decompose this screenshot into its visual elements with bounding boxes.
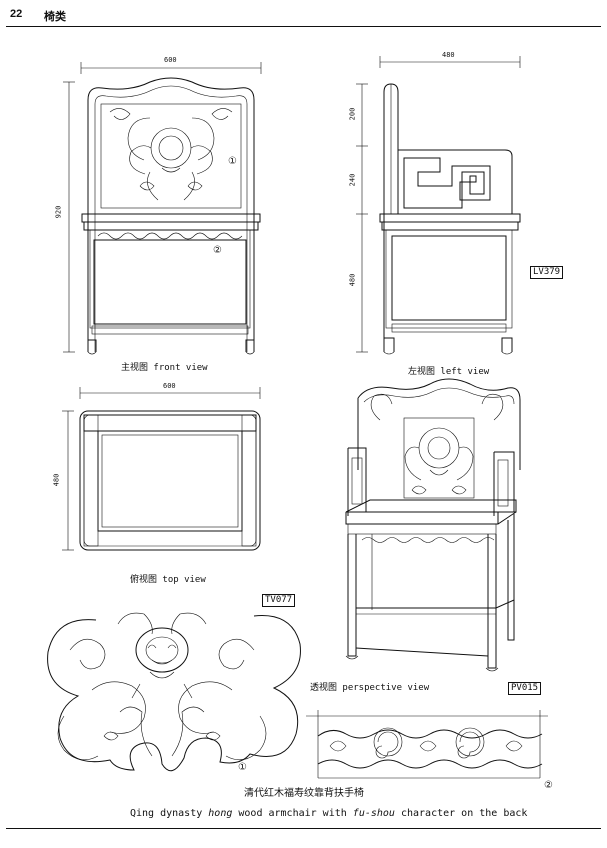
footer-en-part-3: wood armchair with (232, 808, 353, 819)
front-marker-2: ② (213, 245, 222, 256)
top-view-code: TV077 (262, 594, 296, 607)
front-marker-1: ① (228, 156, 237, 167)
detail-marker-2: ② (544, 780, 553, 791)
left-width-dim: 480 (442, 51, 455, 59)
footer-title-zh: 清代红木福寿纹靠背扶手椅 (244, 788, 364, 799)
left-view-code: LV379 (530, 266, 564, 279)
footer-en-hong: hong (208, 808, 233, 819)
perspective-view-caption: 透视图 perspective view (310, 683, 430, 693)
footer-rule (6, 828, 601, 829)
front-view-caption: 主视图 front view (121, 363, 208, 373)
footer-en-fushou: fu-shou (352, 808, 395, 819)
footer-title-en: Qing dynasty hong wood armchair with fu-… (130, 808, 527, 819)
page-number: 22 (10, 8, 23, 20)
header-rule (6, 26, 601, 27)
footer-en-part-1: Qing dynasty (130, 808, 209, 819)
front-width-dim: 600 (164, 56, 177, 64)
perspective-view-code: PV015 (508, 682, 542, 695)
detail-marker-1: ① (238, 762, 247, 773)
top-width-dim: 600 (163, 382, 176, 390)
left-view-caption: 左视图 left view (408, 367, 490, 377)
footer-en-part-5: character on the back (394, 808, 528, 819)
top-view-caption: 俯视图 top view (130, 575, 206, 585)
section-title: 椅类 (44, 10, 66, 23)
